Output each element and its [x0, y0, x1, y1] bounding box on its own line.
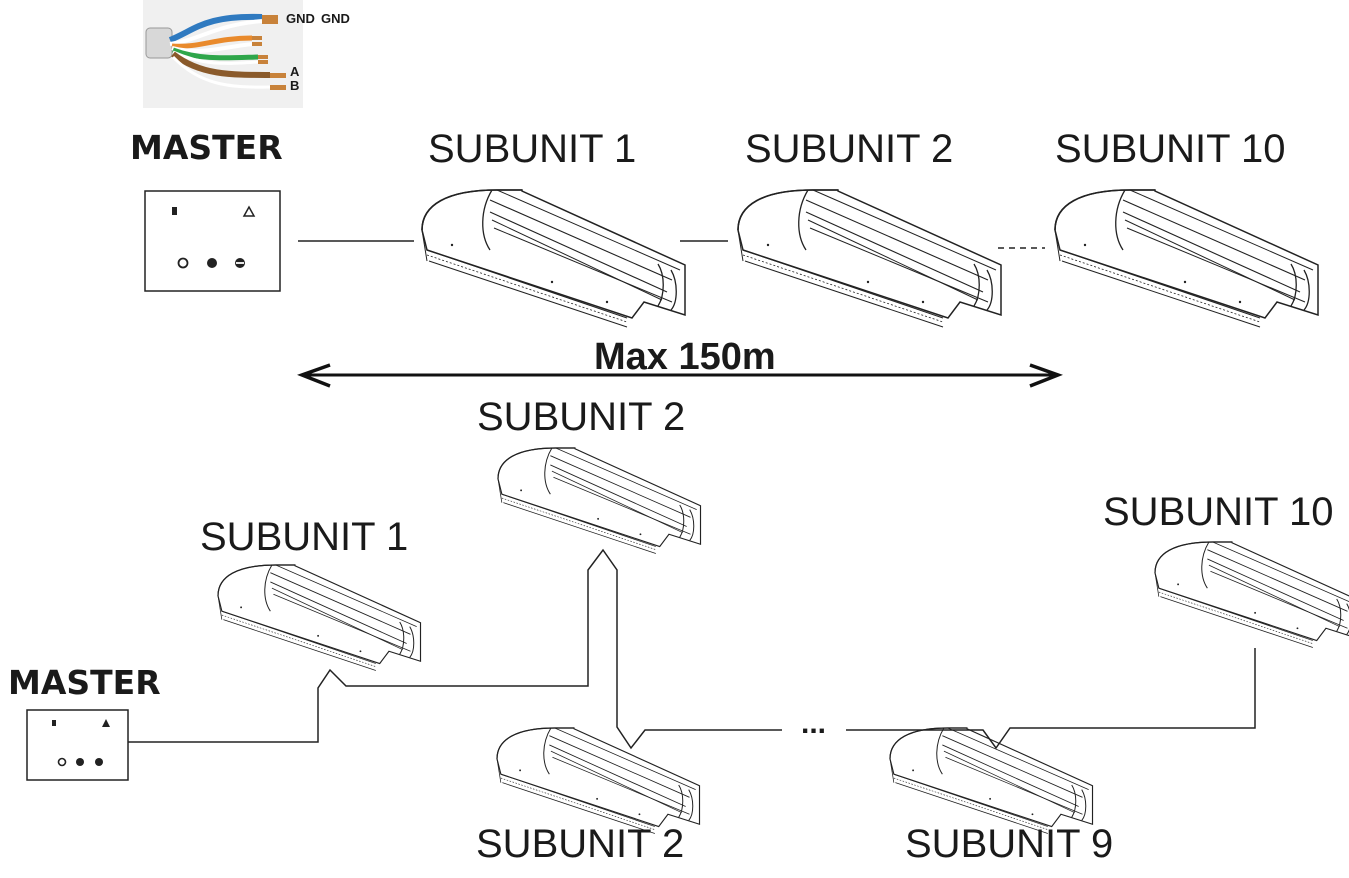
controller-body [26, 709, 129, 781]
air-curtain-unit-upper-left [217, 564, 422, 672]
wire-tip-5 [258, 60, 268, 64]
wire-sub9-to-sub10 [846, 648, 1256, 750]
wire-master-to-sub2 [128, 548, 782, 750]
subunit-label-top-1: SUBUNIT 1 [428, 127, 637, 171]
wire-white-green [172, 50, 259, 65]
fan-icon [207, 258, 217, 268]
subunit-label-upper-right: SUBUNIT 10 [1103, 490, 1334, 534]
wire-tip-b [270, 85, 286, 90]
master-controller-bottom [26, 709, 129, 781]
daisy-chain-wiring [128, 548, 1256, 750]
power-icon [57, 757, 67, 767]
wire-white-brown [171, 55, 271, 89]
subunit-label-top-3: SUBUNIT 10 [1055, 127, 1286, 171]
fan-icon [76, 758, 84, 766]
wire-brown [171, 51, 271, 78]
wire-tip-2 [252, 36, 262, 40]
air-curtain-unit-upper-mid [497, 447, 702, 555]
air-curtain-unit-lower-right [889, 727, 1094, 835]
wire-green [172, 47, 259, 61]
door-icon [172, 207, 177, 215]
power-icon [177, 257, 189, 269]
master-label-bottom: MASTER [8, 663, 161, 702]
subunit-label-lower-left: SUBUNIT 2 [476, 822, 685, 866]
cable-jacket [145, 27, 173, 59]
wire-orange [171, 35, 253, 49]
wire-a-label: A [290, 64, 300, 79]
subunit-label-lower-right: SUBUNIT 9 [905, 822, 1114, 866]
wire-b-label: B [290, 78, 300, 93]
air-curtain-unit-2 [737, 189, 1002, 328]
wire-tip-gnd-2 [262, 20, 278, 24]
warning-icon [102, 719, 110, 727]
controller-body [144, 190, 281, 292]
ellipsis-label: ... [801, 707, 827, 740]
wire-tip-4 [258, 55, 268, 59]
gnd-label-2: GND [321, 11, 350, 26]
air-curtain-unit-10 [1054, 189, 1319, 328]
subunit-label-upper-left: SUBUNIT 1 [200, 515, 409, 559]
max-distance-label: Max 150m [594, 336, 776, 378]
wire-tip-3 [252, 42, 262, 46]
air-curtain-unit-upper-right [1154, 541, 1349, 649]
wire-white-orange [171, 42, 253, 53]
wire-white-blue [169, 19, 263, 46]
distance-arrow [297, 363, 1063, 388]
wire-tip-gnd-1 [262, 15, 278, 20]
wire-tip-a [270, 73, 286, 78]
master-controller-top [144, 190, 281, 292]
subunit-label-upper-mid: SUBUNIT 2 [477, 395, 686, 439]
cable-illustration [143, 0, 303, 108]
master-label-top: MASTER [130, 128, 283, 167]
minus-icon [95, 758, 103, 766]
subunit-label-top-2: SUBUNIT 2 [745, 127, 954, 171]
door-icon [52, 720, 56, 726]
gnd-label-1: GND [286, 11, 315, 26]
air-curtain-unit-lower-left [496, 727, 701, 835]
air-curtain-unit-1 [421, 189, 686, 328]
warning-icon [242, 205, 256, 217]
wire-blue [168, 13, 263, 43]
